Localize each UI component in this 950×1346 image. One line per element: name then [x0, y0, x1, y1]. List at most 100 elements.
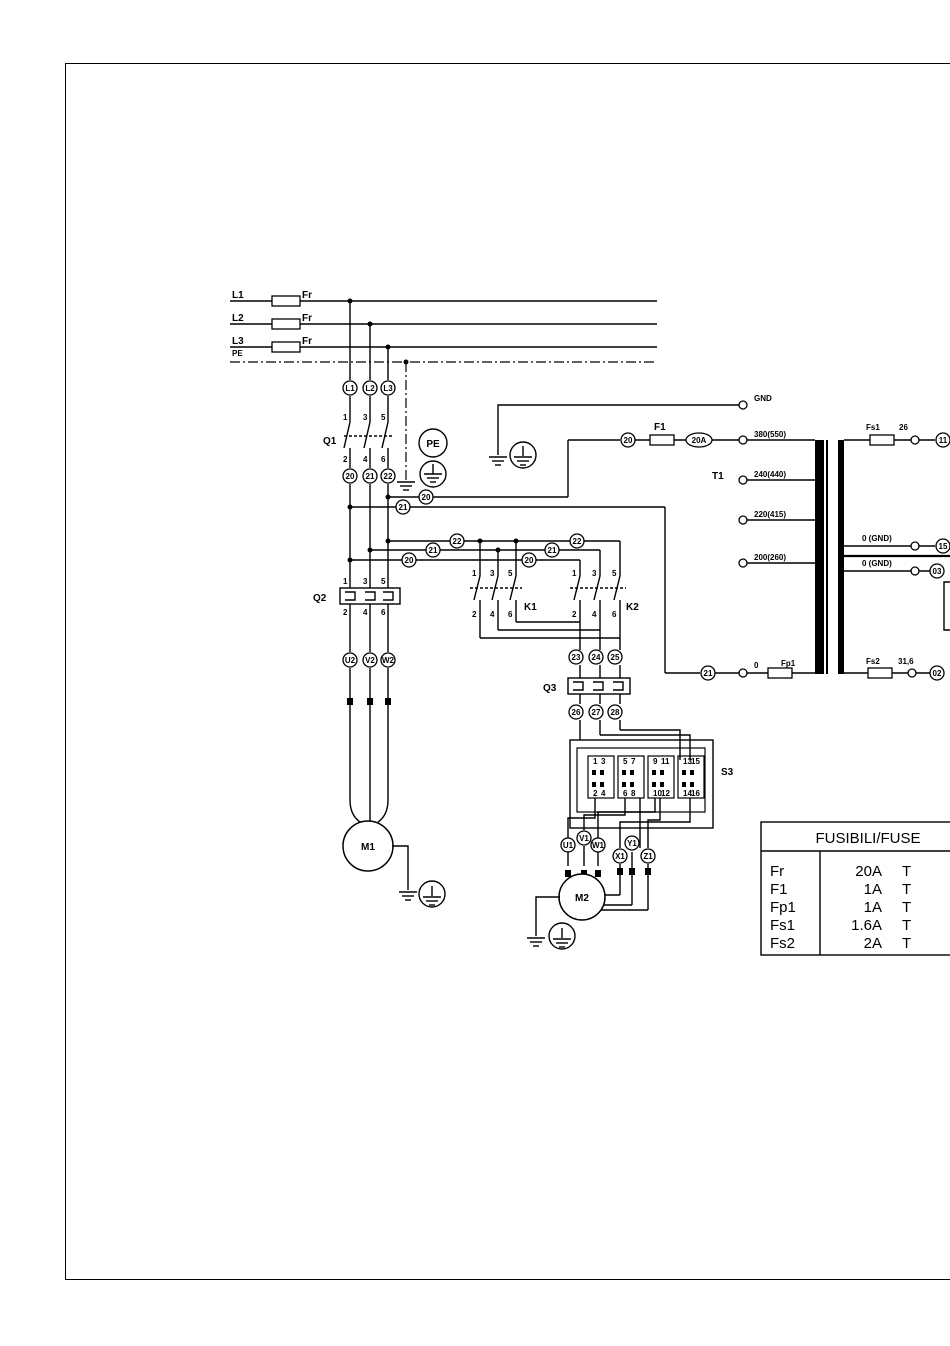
tap-380-label: 380(550) [754, 430, 786, 439]
f1-rating-badge: 20A [685, 432, 713, 448]
s3-bottom-contact: 6 [623, 789, 628, 798]
svg-text:6: 6 [381, 608, 386, 617]
svg-text:Z1: Z1 [643, 852, 653, 861]
motor-m2: M2 [526, 873, 606, 950]
fs2-label: Fs2 [866, 657, 880, 666]
tap-200-label: 200(260) [754, 553, 786, 562]
svg-text:W1: W1 [592, 841, 605, 850]
wire-number-r03: 03 [929, 563, 945, 579]
wire-number-z1: Z1 [640, 848, 656, 864]
m2-label: M2 [575, 893, 589, 904]
q2-motor-protector: Q2 1 3 5 2 4 6 [313, 577, 401, 617]
svg-text:V2: V2 [365, 656, 375, 665]
svg-text:L2: L2 [365, 384, 375, 393]
svg-text:U1: U1 [563, 841, 574, 850]
s3-bottom-contact: 10 [653, 789, 662, 798]
contactor-k1: K1 1 3 5 2 4 6 [470, 569, 537, 638]
s3-bottom-contact: 16 [691, 789, 700, 798]
transformer-t1: GND F1 380(550) 240(440) 220(415) 200(26… [488, 394, 950, 679]
svg-text:20: 20 [405, 556, 414, 565]
svg-text:3: 3 [363, 577, 368, 586]
fuse-row-name: Fp1 [770, 899, 796, 916]
svg-text:20: 20 [624, 436, 633, 445]
t1-label: T1 [712, 471, 724, 482]
fuse-fs2 [867, 667, 893, 679]
main-branch-wires [343, 301, 416, 823]
wire-number-v1: V1 [576, 830, 592, 846]
svg-text:1: 1 [343, 577, 348, 586]
svg-text:23: 23 [572, 653, 581, 662]
svg-text:1: 1 [343, 413, 348, 422]
wire-number-w20: 20 [342, 468, 358, 484]
fuse-row-name: Fr [770, 863, 784, 880]
svg-text:4: 4 [363, 608, 368, 617]
q3-label: Q3 [543, 683, 557, 694]
sec-zero-2: 0 (GND) [862, 559, 892, 568]
sec-voltage-2: 31,6 [898, 657, 914, 666]
sec-zero-1: 0 (GND) [862, 534, 892, 543]
wire-number-w27: 27 [588, 704, 604, 720]
wire-number-w25: 25 [607, 649, 623, 665]
fuse-row-name: Fs1 [770, 917, 795, 934]
svg-text:5: 5 [381, 413, 386, 422]
svg-text:6: 6 [508, 610, 513, 619]
fuse-table-title: FUSIBILI/FUSE [815, 830, 920, 847]
wire-number-w21: 21 [425, 542, 441, 558]
svg-text:21: 21 [548, 546, 557, 555]
svg-text:25: 25 [611, 653, 620, 662]
k2-label: K2 [626, 602, 639, 613]
tap-240-label: 240(440) [754, 470, 786, 479]
svg-text:W2: W2 [382, 656, 395, 665]
svg-text:22: 22 [453, 537, 462, 546]
s3-top-contact: 5 [623, 757, 628, 766]
svg-text:1: 1 [572, 569, 577, 578]
svg-text:20: 20 [525, 556, 534, 565]
svg-text:4: 4 [592, 610, 597, 619]
motor-m1: M1 [342, 820, 446, 908]
s3-bottom-contact: 12 [661, 789, 670, 798]
fuse-row-name: Fs2 [770, 935, 795, 952]
wire-number-w20: 20 [418, 489, 434, 505]
svg-text:V1: V1 [579, 834, 589, 843]
fuse-label-l3: Fr [302, 336, 312, 347]
svg-text:26: 26 [572, 708, 581, 717]
fuse-row-type: T [902, 917, 911, 934]
svg-text:X1: X1 [615, 852, 625, 861]
fuse-row-value: 1A [864, 899, 882, 916]
svg-text:4: 4 [490, 610, 495, 619]
wire-number-w21: 21 [544, 542, 560, 558]
wire-number-u1: U1 [560, 837, 576, 853]
line-label-l3: L3 [232, 336, 244, 347]
fp1-label: Fp1 [781, 659, 796, 668]
svg-text:5: 5 [612, 569, 617, 578]
fuse-row-value: 1A [864, 881, 882, 898]
wire-number-l2: L2 [362, 380, 378, 396]
fuse-label-l1: Fr [302, 290, 312, 301]
wire-number-w21: 21 [395, 499, 411, 515]
s3-top-contact: 9 [653, 757, 658, 766]
svg-text:03: 03 [933, 567, 942, 576]
wire-number-w2: W2 [380, 652, 396, 668]
svg-text:20: 20 [346, 472, 355, 481]
s3-top-contact: 3 [601, 757, 606, 766]
wire-number-r15: 15 [935, 538, 950, 554]
s3-bottom-contact: 14 [683, 789, 692, 798]
q1-breaker: Q1 1 3 5 2 4 6 [323, 413, 386, 464]
fs1-label: Fs1 [866, 423, 880, 432]
fuse-row-type: T [902, 863, 911, 880]
s3-top-contact: 7 [631, 757, 636, 766]
wire-number-w24: 24 [588, 649, 604, 665]
wire-number-l1: L1 [342, 380, 358, 396]
svg-text:1: 1 [472, 569, 477, 578]
s3-top-contact: 1 [593, 757, 598, 766]
s3-label: S3 [721, 767, 734, 778]
wire-number-w1: W1 [590, 837, 606, 853]
reversing-wires [347, 439, 700, 674]
wire-number-u2: U2 [342, 652, 358, 668]
fuse-row-type: T [902, 899, 911, 916]
wire-number-y1: Y1 [624, 835, 640, 851]
